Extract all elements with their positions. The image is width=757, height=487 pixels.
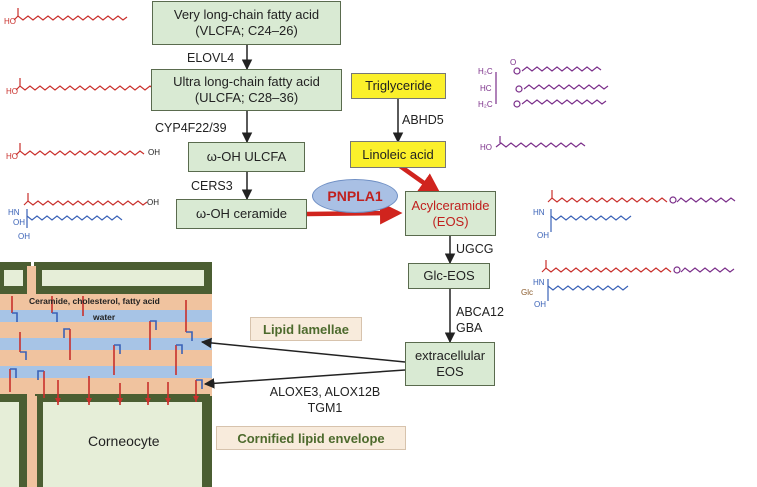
vlcfa-ho-label: HO xyxy=(4,17,16,26)
enzyme-aloxe3: ALOXE3, ALOX12B xyxy=(269,385,381,399)
ulcfa-ho-label: HO xyxy=(6,87,18,96)
acylceramide-box: Acylceramide (EOS) xyxy=(405,191,496,236)
eos-oh-label: OH xyxy=(537,231,549,240)
lipid-lamellae-tag: Lipid lamellae xyxy=(250,317,362,341)
triglyceride-label: Triglyceride xyxy=(365,78,432,93)
pnpla1-label: PNPLA1 xyxy=(327,188,383,204)
vlcfa-line1: Very long-chain fatty acid xyxy=(173,7,320,22)
oh-ceramide-label: ω-OH ceramide xyxy=(195,206,288,221)
triglyceride-box: Triglyceride xyxy=(351,73,446,99)
glc-eos-box: Glc-EOS xyxy=(408,263,490,289)
extracellular-line2: EOS xyxy=(436,364,464,379)
enzyme-ugcg: UGCG xyxy=(456,242,494,256)
pnpla1-red-arrows xyxy=(306,164,442,225)
pathway-arrows xyxy=(200,45,456,389)
corneocyte-label: Corneocyte xyxy=(88,433,160,449)
tg-hc-label: HC xyxy=(480,84,492,93)
lipid-lamellae-label: Lipid lamellae xyxy=(263,321,349,337)
oh-ulcfa-label: ω-OH ULCFA xyxy=(206,149,287,164)
membrane-schematic xyxy=(0,262,212,487)
oh-ceramide-oh-label: OH xyxy=(147,198,159,207)
glc-eos-glc-label: Glc xyxy=(521,288,533,297)
linoleic-acid-box: Linoleic acid xyxy=(350,141,446,168)
enzyme-gba: GBA xyxy=(456,321,483,335)
enzyme-abhd5: ABHD5 xyxy=(402,113,444,127)
glc-eos-hn-label: HN xyxy=(533,278,545,287)
enzyme-cyp4f22: CYP4F22/39 xyxy=(155,121,227,135)
oh-ulcfa-ho-label: HO xyxy=(6,152,18,161)
oh-ceramide-box: ω-OH ceramide xyxy=(176,199,307,229)
acylceramide-line2: (EOS) xyxy=(432,213,469,229)
oh-ulcfa-oh-label: OH xyxy=(148,148,160,157)
tg-h2c-label-2: H₂C xyxy=(478,100,493,109)
ulcfa-box: Ultra long-chain fatty acid (ULCFA; C28–… xyxy=(151,69,342,111)
extracellular-line1: extracellular xyxy=(414,348,486,363)
ulcfa-line2: (ULCFA; C28–36) xyxy=(194,90,299,105)
oh-ceramide-oh-label-3: OH xyxy=(18,232,30,241)
enzyme-cers3: CERS3 xyxy=(191,179,233,193)
linoleic-ho-label: HO xyxy=(480,143,492,152)
enzyme-elovl4: ELOVL4 xyxy=(187,51,235,65)
extracellular-eos-box: extracellular EOS xyxy=(405,342,495,386)
oh-ceramide-oh-label-2: OH xyxy=(13,218,25,227)
oh-ceramide-hn-label: HN xyxy=(8,208,20,217)
cornified-envelope-label: Cornified lipid envelope xyxy=(237,430,385,446)
linoleic-acid-label: Linoleic acid xyxy=(362,146,434,162)
cornified-envelope-tag: Cornified lipid envelope xyxy=(216,426,406,450)
eos-hn-label: HN xyxy=(533,208,545,217)
enzyme-abca12: ABCA12 xyxy=(456,305,504,319)
vlcfa-line2: (VLCFA; C24–26) xyxy=(195,23,298,38)
membrane-lipids-label: Ceramide, cholesterol, fatty acid xyxy=(29,296,160,306)
oh-ulcfa-box: ω-OH ULCFA xyxy=(188,142,305,172)
ulcfa-line1: Ultra long-chain fatty acid xyxy=(173,74,320,89)
tg-o-label: O xyxy=(510,58,517,67)
glc-eos-oh-label: OH xyxy=(534,300,546,309)
pnpla1-oval: PNPLA1 xyxy=(312,179,398,213)
membrane-water-label: water xyxy=(93,312,116,322)
acylceramide-line1: Acylceramide xyxy=(411,197,490,213)
tg-h2c-label-1: H₂C xyxy=(478,67,493,76)
molecular-structures xyxy=(13,8,736,301)
glc-eos-label: Glc-EOS xyxy=(423,268,475,283)
enzyme-tgm1: TGM1 xyxy=(307,401,343,415)
vlcfa-box: Very long-chain fatty acid (VLCFA; C24–2… xyxy=(152,1,341,45)
